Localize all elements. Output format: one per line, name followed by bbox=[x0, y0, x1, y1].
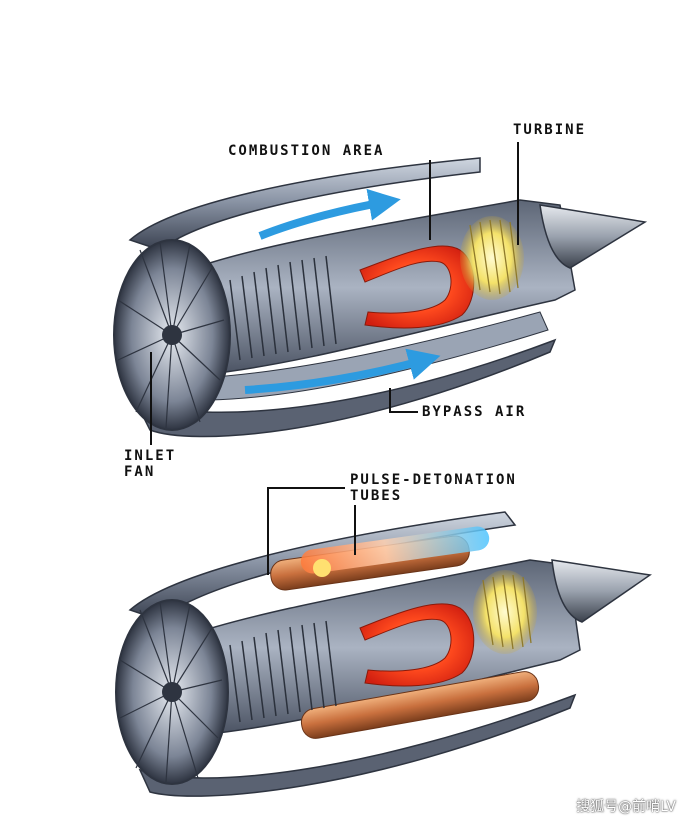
top-core-body bbox=[174, 199, 576, 376]
top-bypass-arrow-upper bbox=[258, 188, 401, 240]
label-inlet-fan: INLET FAN bbox=[124, 448, 177, 480]
top-fan-hub bbox=[162, 325, 182, 345]
bottom-casing-lower bbox=[138, 693, 577, 797]
bottom-leader-lines bbox=[267, 487, 356, 575]
top-leader-lines bbox=[150, 142, 519, 445]
top-outer-casing bbox=[128, 157, 481, 251]
bottom-compressor-blades bbox=[229, 620, 337, 723]
bottom-engine bbox=[115, 511, 652, 797]
top-exhaust-cone bbox=[539, 204, 648, 269]
label-pulse-detonation-tubes: PULSE-DETONATION TUBES bbox=[350, 472, 517, 504]
bottom-pulse-trail bbox=[300, 526, 490, 574]
top-compressor-blades bbox=[229, 255, 337, 361]
bottom-exhaust-cone bbox=[551, 559, 652, 623]
top-bypass-arrow-lower bbox=[244, 348, 441, 394]
bypass-leader-line bbox=[389, 388, 418, 413]
bottom-pulse-flash bbox=[313, 559, 331, 577]
watermark: 搜狐号@前哨LV bbox=[576, 799, 676, 815]
bottom-pulse-tube-lower bbox=[300, 671, 540, 739]
pulse-tube-leader-left bbox=[267, 487, 345, 575]
label-bypass-air: BYPASS AIR bbox=[422, 404, 527, 420]
top-combustion-chamber bbox=[359, 245, 475, 329]
bottom-turbine-blades bbox=[482, 574, 532, 650]
bottom-combustion-chamber bbox=[359, 603, 475, 687]
top-bypass-duct bbox=[199, 311, 549, 401]
bottom-fan-blades bbox=[119, 601, 223, 783]
label-combustion-area: COMBUSTION AREA bbox=[228, 143, 385, 159]
top-engine bbox=[113, 157, 648, 438]
top-casing-lower bbox=[133, 338, 557, 438]
bottom-fan-hub bbox=[162, 682, 182, 702]
top-turbine-blades bbox=[469, 219, 519, 295]
label-turbine: TURBINE bbox=[513, 122, 587, 138]
